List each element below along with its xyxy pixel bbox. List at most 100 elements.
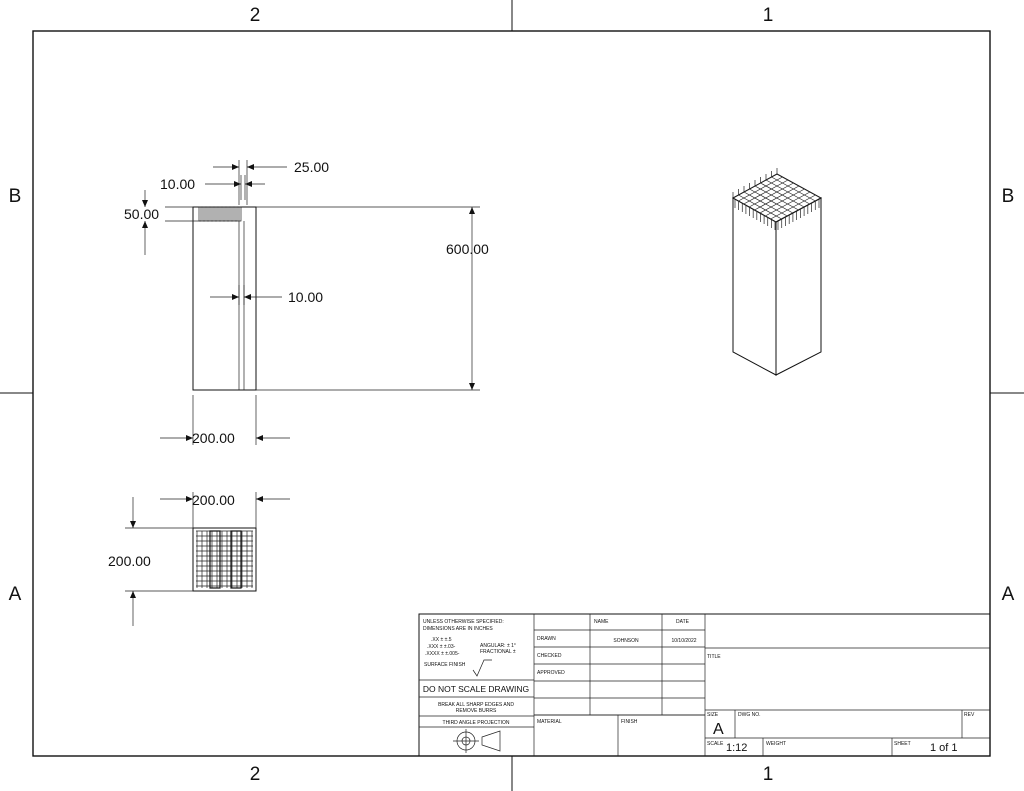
iso-left-face <box>732 197 777 376</box>
iso-fin-line <box>748 182 794 208</box>
row-approved: APPROVED <box>537 670 565 676</box>
row-drawn: DRAWN <box>537 636 556 642</box>
tolerance-xx: .XXX ± ±.03- <box>427 644 456 650</box>
tolerance-header: DIMENSIONS ARE IN INCHES <box>423 626 493 632</box>
dimension-front-width: 200.00 <box>192 430 235 446</box>
dimension-arrow <box>256 435 263 441</box>
drawn-date: 10/10/2022 <box>671 638 696 644</box>
dimension-arrow <box>247 164 254 170</box>
dimension-arrow <box>244 294 251 300</box>
iso-fin-line <box>759 188 805 214</box>
tolerance-x: .XX ± ±.5 <box>431 637 452 643</box>
dimension-arrow <box>142 200 148 207</box>
column-name: NAME <box>594 619 609 625</box>
iso-fin-line <box>743 179 789 205</box>
front-view-outline <box>192 206 257 391</box>
dimension-arrow <box>130 521 136 528</box>
grid-channel <box>230 530 242 589</box>
fin-slot <box>234 206 238 222</box>
front-view-fins <box>193 206 242 222</box>
top-view-fin-grid <box>196 530 253 589</box>
iso-fin-line <box>770 194 816 220</box>
dimension-total-height: 600.00 <box>446 241 489 257</box>
zone-label-bottom-2: 2 <box>250 764 261 785</box>
fin-slot <box>202 206 206 222</box>
dimension-fin-width: 10.00 <box>160 176 195 192</box>
iso-fin-line <box>754 185 800 211</box>
dimension-fin-gap: 25.00 <box>294 159 329 175</box>
top-view <box>192 527 257 592</box>
material-label: MATERIAL <box>537 719 562 725</box>
grid-channel <box>209 530 221 589</box>
zone-label-top-2: 2 <box>250 5 261 26</box>
front-view <box>192 206 257 391</box>
size-value: A <box>713 721 724 738</box>
surface-finish-label: SURFACE FINISH <box>424 662 466 668</box>
iso-fin-line <box>775 197 822 223</box>
isometric-view <box>731 168 823 376</box>
title-label: TITLE <box>707 654 721 660</box>
break-edges: REMOVE BURRS <box>456 708 497 714</box>
zone-label-right-a: A <box>1002 584 1015 605</box>
finish-label: FINISH <box>621 719 638 725</box>
scale-label: SCALE <box>707 741 724 747</box>
fin-slot <box>238 206 242 222</box>
dimension-arrow <box>130 591 136 598</box>
zone-label-bottom-1: 1 <box>763 764 774 785</box>
dimension-base-height: 50.00 <box>124 206 159 222</box>
iso-fins <box>732 168 822 230</box>
dimension-top-width: 200.00 <box>192 492 235 508</box>
fin-slot <box>198 206 202 222</box>
fin-slot <box>230 206 234 222</box>
iso-fin-line <box>738 176 783 202</box>
scale-value: 1:12 <box>726 742 747 754</box>
tolerance-xxx: .XXXX ± ±.005- <box>425 651 460 657</box>
iso-fin-line <box>732 173 778 199</box>
row-checked: CHECKED <box>537 653 562 659</box>
dimension-arrow <box>469 383 475 390</box>
dimension-arrow <box>186 435 193 441</box>
fin-slot <box>226 206 230 222</box>
fin-slot <box>206 206 210 222</box>
dimension-arrow <box>186 496 193 502</box>
projection-label: THIRD ANGLE PROJECTION <box>443 720 510 726</box>
fin-slot <box>222 206 226 222</box>
top-view-outline <box>192 527 257 592</box>
tolerance-angular: ANGULAR: ± 1° <box>480 643 516 649</box>
title-block-frame <box>418 613 991 757</box>
tolerance-header: UNLESS OTHERWISE SPECIFIED: <box>423 619 504 625</box>
do-not-scale: DO NOT SCALE DRAWING <box>423 684 529 694</box>
dimension-top-depth: 200.00 <box>108 553 151 569</box>
dimension-arrow <box>245 181 252 187</box>
column-date: DATE <box>676 619 690 625</box>
dimension-arrow <box>232 294 239 300</box>
sheet-value: 1 of 1 <box>930 742 958 754</box>
iso-right-face <box>775 197 822 376</box>
surface-finish-symbol <box>472 659 492 677</box>
weight-label: WEIGHT <box>766 741 786 747</box>
tolerance-fractional: FRACTIONAL ± <box>480 649 516 655</box>
dimension-arrow <box>256 496 263 502</box>
title-block: UNLESS OTHERWISE SPECIFIED: DIMENSIONS A… <box>418 613 991 757</box>
dwg-no-label: DWG NO. <box>738 712 761 718</box>
drawn-name: SOHNSON <box>613 638 639 644</box>
dimension-wall-thickness: 10.00 <box>288 289 323 305</box>
fin-slot <box>210 206 214 222</box>
dimension-arrow <box>469 207 475 214</box>
iso-fin-line <box>765 191 811 217</box>
dimension-arrow <box>142 221 148 228</box>
zone-label-top-1: 1 <box>763 5 774 26</box>
rev-label: REV <box>964 712 975 718</box>
fin-slot <box>214 206 218 222</box>
zone-label-right-b: B <box>1002 186 1015 207</box>
break-edges: BREAK ALL SHARP EDGES AND <box>438 702 514 708</box>
fin-slot <box>218 206 222 222</box>
sheet-label: SHEET <box>894 741 911 747</box>
size-label: SIZE <box>707 712 719 718</box>
projection-symbol-icon <box>453 729 501 753</box>
dimension-arrow <box>234 181 241 187</box>
zone-label-left-b: B <box>9 186 22 207</box>
dimension-arrow <box>232 164 239 170</box>
zone-label-left-a: A <box>9 584 22 605</box>
